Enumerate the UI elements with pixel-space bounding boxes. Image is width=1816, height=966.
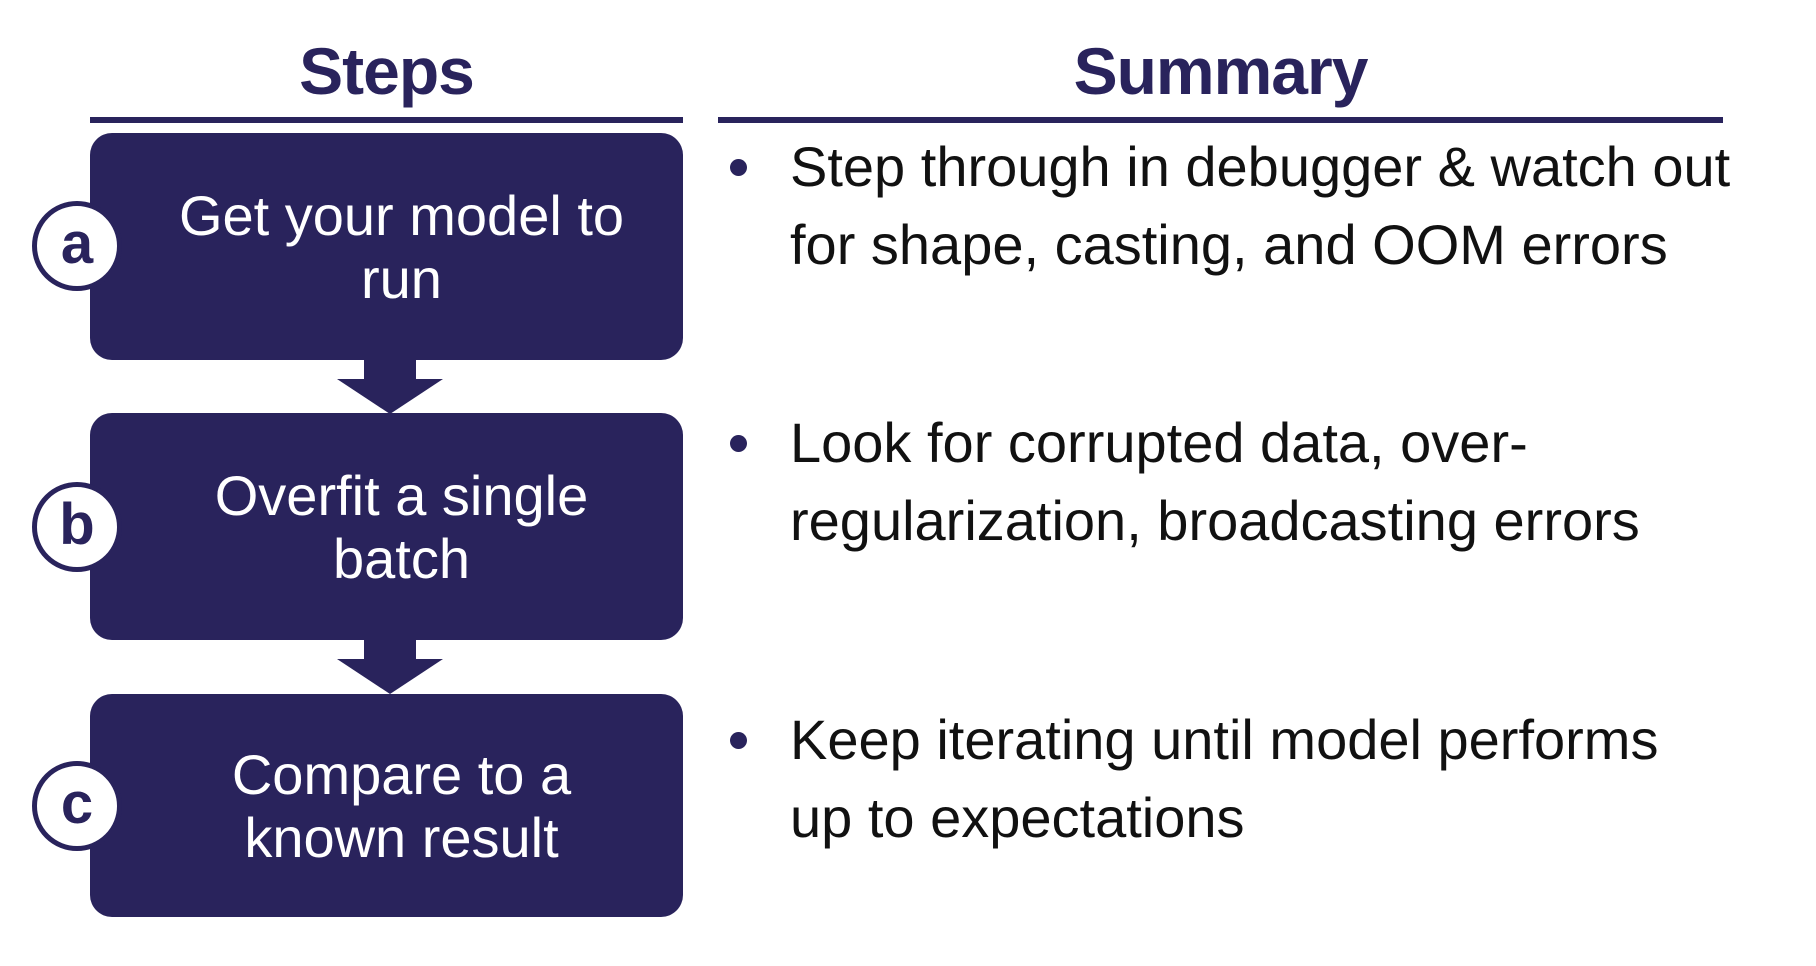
step-badge-c: c — [32, 761, 122, 851]
bullet-dot-icon — [730, 159, 747, 176]
arrow-head — [337, 379, 443, 414]
summary-bullet-text: Keep iterating until model performs up t… — [790, 708, 1659, 849]
step-box-label: Compare to a known result — [231, 742, 572, 869]
arrow-head — [337, 659, 443, 694]
summary-bullet-row: Step through in debugger & watch out for… — [718, 128, 1748, 284]
steps-column-header: Steps — [299, 34, 475, 108]
summary-bullet-row: Look for corrupted data, over- regulariz… — [718, 404, 1748, 560]
step-box-compare-known-result: Compare to a known result — [90, 694, 683, 917]
step-badge-a: a — [32, 201, 122, 291]
summary-header-rule — [718, 117, 1723, 123]
bullet-dot-icon — [730, 435, 747, 452]
steps-header-rule — [90, 117, 683, 123]
step-box-get-model-to-run: Get your model to run — [90, 133, 683, 360]
step-badge-letter: a — [60, 211, 94, 276]
summary-bullet-text: Look for corrupted data, over- regulariz… — [790, 411, 1640, 552]
arrow-stem — [364, 640, 416, 660]
arrow-stem — [364, 360, 416, 380]
step-badge-b: b — [32, 482, 122, 572]
step-badge-letter: b — [59, 492, 95, 557]
summary-bullet-row: Keep iterating until model performs up t… — [718, 701, 1748, 857]
bullet-dot-icon — [730, 732, 747, 749]
summary-column-header: Summary — [1073, 34, 1369, 108]
step-box-label: Overfit a single batch — [214, 463, 589, 590]
step-badge-letter: c — [60, 771, 94, 836]
step-box-overfit-single-batch: Overfit a single batch — [90, 413, 683, 640]
summary-bullet-text: Step through in debugger & watch out for… — [790, 135, 1731, 276]
step-box-label: Get your model to run — [178, 183, 625, 310]
